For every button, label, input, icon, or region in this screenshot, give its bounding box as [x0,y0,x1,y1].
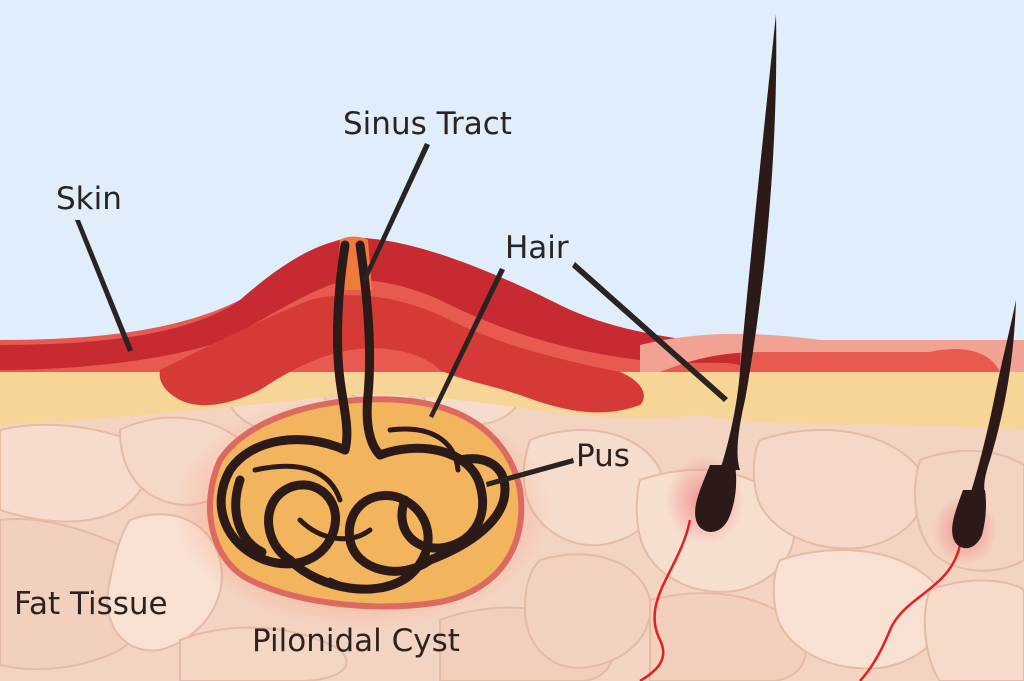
skin-deep-dermis [159,295,644,413]
leader-hair-cyst [429,268,505,418]
leader-hair-follicle [572,262,728,402]
label-fat-tissue: Fat Tissue [14,586,168,622]
skin-dermis [0,238,740,370]
leader-lines [75,143,728,487]
label-pilonidal-cyst: Pilonidal Cyst [252,623,460,659]
skin-light-right [640,333,1024,372]
label-skin: Skin [56,181,122,217]
hair-follicle-2 [952,300,1016,549]
label-sinus-tract: Sinus Tract [343,106,512,142]
blood-vessel-1 [639,519,692,681]
leader-skin [75,220,133,352]
tangled-hair [216,240,510,594]
leader-sinus-tract [362,143,430,282]
label-hair: Hair [505,230,569,266]
label-pus: Pus [576,438,630,474]
blood-vessel-2 [859,544,962,681]
leader-pus [486,458,574,487]
hair-follicle-1 [695,14,777,532]
